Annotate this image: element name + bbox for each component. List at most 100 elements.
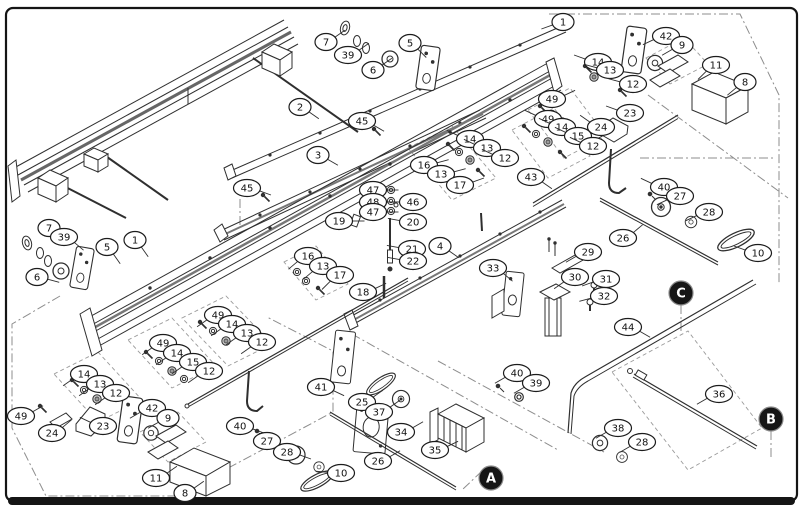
callout-leader-line [463,138,475,145]
callout-leader-line [193,480,205,489]
callout-28: 28 [272,442,312,462]
callout-40: 40 [494,363,532,384]
callout-balloon [358,202,388,222]
callout-number: 39 [58,233,71,244]
callout-balloon [618,74,648,94]
callout-22: 22 [387,251,428,271]
callout-balloon [225,416,255,436]
callout-balloon [386,422,416,442]
callout-balloon [627,432,657,452]
callout-leader-line [166,465,178,474]
pad-11 [657,54,689,74]
callout-balloon [490,148,520,168]
callout-number: 32 [598,292,611,303]
pin [480,212,483,232]
callout-leader-line [187,375,199,384]
callout-number: 38 [612,424,625,435]
callout-11: 11 [141,465,178,488]
callout-number: 7 [323,38,329,49]
callout-18: 18 [348,282,387,302]
callout-number: 17 [454,181,467,192]
callout-leader-line [303,271,313,280]
callout-leader-line [299,454,312,460]
callout-28: 28 [619,432,657,453]
callout-number: 2 [297,103,303,114]
callout-balloon [743,243,773,263]
callout-number: 22 [407,257,420,268]
hanger-rod [99,151,169,201]
callout-number: 9 [165,414,171,425]
callout-balloon [613,317,643,337]
callout-number: 13 [435,170,448,181]
callout-leader-line [579,114,591,123]
callout-balloon [665,186,695,206]
callout-balloon [347,111,377,131]
callout-leader-line [129,411,141,419]
callout-number: 6 [370,66,376,77]
callout-number: 34 [395,428,408,439]
callout-balloon [156,408,180,428]
callout-balloon [173,483,197,503]
section-badge-letter: B [766,413,776,428]
pin-40 [647,191,653,197]
callout-number: 11 [710,61,723,72]
callout-number: 19 [333,217,346,228]
callout-number: 45 [356,117,369,128]
callout-number: 26 [617,234,630,245]
rod-43 [532,114,679,204]
callout-10: 10 [315,463,356,483]
callout-11: 11 [697,55,731,80]
callout-leader-line [47,278,60,283]
pad-11 [155,424,187,444]
motor-35 [429,403,486,453]
roller-28 [616,451,628,463]
callout-number: 12 [110,389,123,400]
callout-12: 12 [240,332,277,355]
callout-20: 20 [387,212,428,232]
callout-number: 14 [556,123,569,134]
callout-leader-line [62,419,72,428]
callout-balloon [123,230,147,250]
callout-balloon [516,167,546,187]
callout-leader-line [412,421,424,429]
callout-40: 40 [225,416,265,436]
callout-23: 23 [605,103,645,123]
callout-number: 21 [406,245,419,256]
rod-44 [567,279,754,434]
callout-leader-line [608,78,621,83]
washer-stack-left [21,235,70,280]
bracket-plate-30 [538,283,572,301]
callout-number: 8 [742,78,748,89]
callout-leader-line [472,177,485,183]
roller-38 [591,434,609,452]
callout-balloon [603,418,633,438]
callout-number: 26 [372,457,385,468]
callout-number: 5 [407,39,413,50]
callout-leader-line [372,389,384,398]
rail-end-cap [7,159,21,203]
callout-number: 29 [582,248,595,259]
end-nut [387,266,393,272]
callout-balloon [95,237,119,257]
callout-leader-line [564,89,576,96]
callout-38: 38 [595,418,633,439]
callout-leader-line [240,346,252,355]
callout-leader-line [565,255,577,263]
callout-34: 34 [386,421,424,442]
roller-9 [646,54,664,72]
callout-leader-line [79,416,91,423]
callout-leader-line [225,337,237,346]
rod-26 [329,414,457,491]
callout-number: 14 [464,135,477,146]
callout-balloon [595,60,625,80]
callout-leader-line [62,378,74,387]
section-badge-B: B [758,406,784,432]
callout-balloon [521,373,551,393]
callout-number: 12 [203,367,216,378]
callout-balloon [49,227,79,247]
section-badge-C: C [668,280,694,306]
callout-leader-line [78,388,90,397]
rail-2 [223,25,567,181]
callout-43: 43 [516,167,553,190]
callout-balloon [306,377,336,397]
